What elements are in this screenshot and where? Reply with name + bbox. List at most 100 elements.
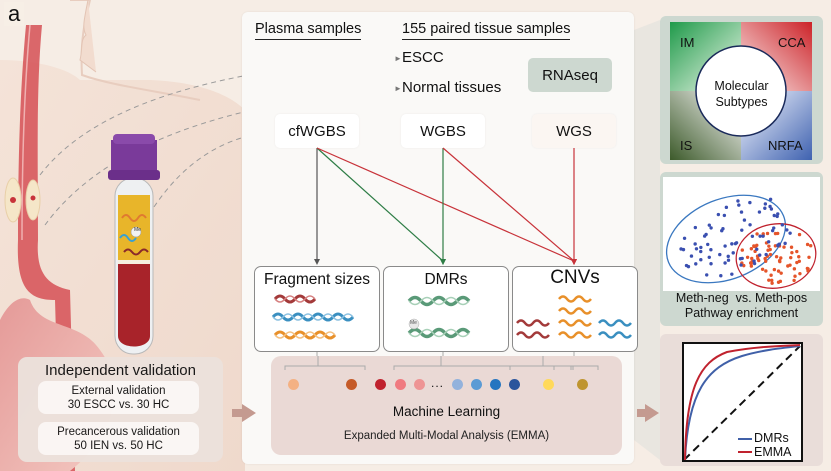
arrow-right-icon bbox=[645, 404, 659, 422]
meth-neg-point bbox=[721, 227, 725, 231]
meth-neg-point bbox=[783, 241, 787, 246]
meth-pos-point bbox=[789, 255, 793, 260]
meth-neg-point bbox=[699, 249, 703, 254]
meth-neg-point bbox=[722, 213, 727, 218]
feature-dot bbox=[490, 379, 501, 390]
tissue-type-escc: ESCC bbox=[402, 49, 444, 66]
meth-pos-point bbox=[763, 259, 768, 263]
meth-pos-point bbox=[806, 269, 810, 273]
meth-neg-point bbox=[772, 226, 776, 230]
meth-pos-point bbox=[793, 274, 797, 278]
meth-neg-point bbox=[716, 212, 721, 217]
meth-pos-point bbox=[792, 267, 797, 271]
meth-neg-point bbox=[763, 202, 768, 206]
feature-dot bbox=[375, 379, 386, 390]
validation-item-cohort: 30 ESCC vs. 30 HC bbox=[67, 399, 170, 411]
meth-pos-point bbox=[770, 281, 774, 285]
meth-pos-point bbox=[805, 242, 810, 247]
meth-pos-point bbox=[773, 231, 778, 236]
meth-neg-point bbox=[763, 206, 767, 210]
meth-neg-point bbox=[682, 236, 687, 240]
technique-cfwgbs: cfWGBS bbox=[275, 114, 359, 148]
meth-neg-point bbox=[752, 259, 756, 263]
feature-dmrs: DMRs Me bbox=[383, 266, 509, 352]
meth-pos-point bbox=[749, 264, 754, 268]
feature-dot bbox=[471, 379, 482, 390]
meth-neg-point bbox=[718, 252, 722, 257]
methyl-mark: Me bbox=[410, 320, 417, 326]
meth-neg-point bbox=[699, 257, 703, 262]
meth-neg-point bbox=[737, 203, 741, 207]
meth-pos-point bbox=[770, 278, 774, 283]
arrow-shaft bbox=[232, 409, 242, 417]
meth-pos-point bbox=[777, 259, 782, 263]
meth-pos-point bbox=[749, 247, 754, 251]
meth-pos-point bbox=[797, 232, 802, 237]
meth-neg-point bbox=[679, 247, 683, 251]
arrowhead-icon: ► bbox=[394, 84, 402, 93]
meth-neg-point bbox=[776, 243, 780, 247]
face-profile bbox=[79, 0, 97, 73]
molecular-subtypes-card: IM CCA IS NRFA Molecular Subtypes bbox=[660, 16, 823, 164]
tube-methyl-mark: Me bbox=[134, 227, 141, 233]
meth-pos-point bbox=[767, 244, 771, 248]
meth-pos-ellipse bbox=[735, 223, 817, 289]
dna-fragments-icon bbox=[271, 294, 355, 340]
feature-fragment-sizes: Fragment sizes bbox=[254, 266, 380, 352]
feature-brackets bbox=[284, 356, 599, 370]
feature-title: CNVs bbox=[550, 267, 600, 288]
meth-neg-point bbox=[689, 254, 694, 258]
meth-neg-point bbox=[758, 253, 762, 257]
meth-pos-point bbox=[798, 271, 802, 276]
meth-neg-point bbox=[709, 262, 713, 266]
validation-item-precancerous: Precancerous validation 50 IEN vs. 50 HC bbox=[38, 422, 199, 455]
meth-pos-point bbox=[767, 278, 771, 282]
meth-neg-point bbox=[739, 210, 744, 214]
meth-neg-point bbox=[723, 244, 727, 248]
feature-dot bbox=[346, 379, 357, 390]
technique-label: WGS bbox=[556, 122, 592, 140]
rnaseq-box: RNAseq bbox=[528, 58, 612, 92]
meth-neg-point bbox=[768, 204, 772, 209]
meth-neg-point bbox=[788, 231, 792, 235]
subtype-center-line2: Subtypes bbox=[715, 95, 768, 109]
meth-neg-point bbox=[705, 273, 709, 277]
connection-line bbox=[316, 147, 444, 262]
meth-neg-point bbox=[764, 252, 768, 257]
arrowhead-icon: ► bbox=[394, 54, 402, 63]
panel-label: a bbox=[4, 2, 25, 26]
roc-diagonal bbox=[683, 345, 801, 461]
dots-ellipsis: ... bbox=[431, 376, 445, 390]
meth-pos-point bbox=[773, 244, 778, 248]
technique-wgbs: WGBS bbox=[401, 114, 485, 148]
meth-neg-point bbox=[740, 228, 744, 232]
meth-neg-point bbox=[738, 257, 743, 261]
meth-neg-point bbox=[730, 242, 734, 246]
machine-learning-box: ... Machine Learning Expanded Multi-Moda… bbox=[271, 356, 622, 455]
meth-neg-point bbox=[693, 242, 697, 246]
connection-line bbox=[316, 147, 575, 262]
technique-label: cfWGBS bbox=[288, 122, 346, 140]
arrow-shaft bbox=[637, 409, 645, 417]
pathway-caption-line2: Pathway enrichment bbox=[684, 306, 799, 320]
meth-pos-point bbox=[745, 255, 750, 259]
subtype-quadrants bbox=[670, 22, 812, 160]
meth-pos-point bbox=[809, 244, 813, 248]
meth-neg-point bbox=[768, 197, 773, 202]
meth-neg-point bbox=[758, 234, 762, 238]
meth-neg-point bbox=[761, 234, 765, 238]
roc-legend-dmrs: DMRs bbox=[754, 431, 789, 445]
meth-neg-point bbox=[776, 212, 780, 216]
meth-neg-point bbox=[780, 223, 785, 227]
feature-dot bbox=[509, 379, 520, 390]
feature-dot bbox=[577, 379, 588, 390]
tissue-samples-header: 155 paired tissue samples bbox=[402, 21, 571, 40]
feature-title: DMRs bbox=[424, 271, 468, 288]
plasma-samples-header: Plasma samples bbox=[255, 21, 362, 40]
tissue-type-normal: Normal tissues bbox=[402, 79, 502, 96]
validation-item-external: External validation 30 ESCC vs. 30 HC bbox=[38, 381, 199, 414]
subtype-label-cca: CCA bbox=[778, 35, 806, 50]
feature-dot bbox=[543, 379, 554, 390]
meth-pos-point bbox=[752, 244, 756, 248]
roc-curve-dmrs bbox=[684, 345, 801, 461]
